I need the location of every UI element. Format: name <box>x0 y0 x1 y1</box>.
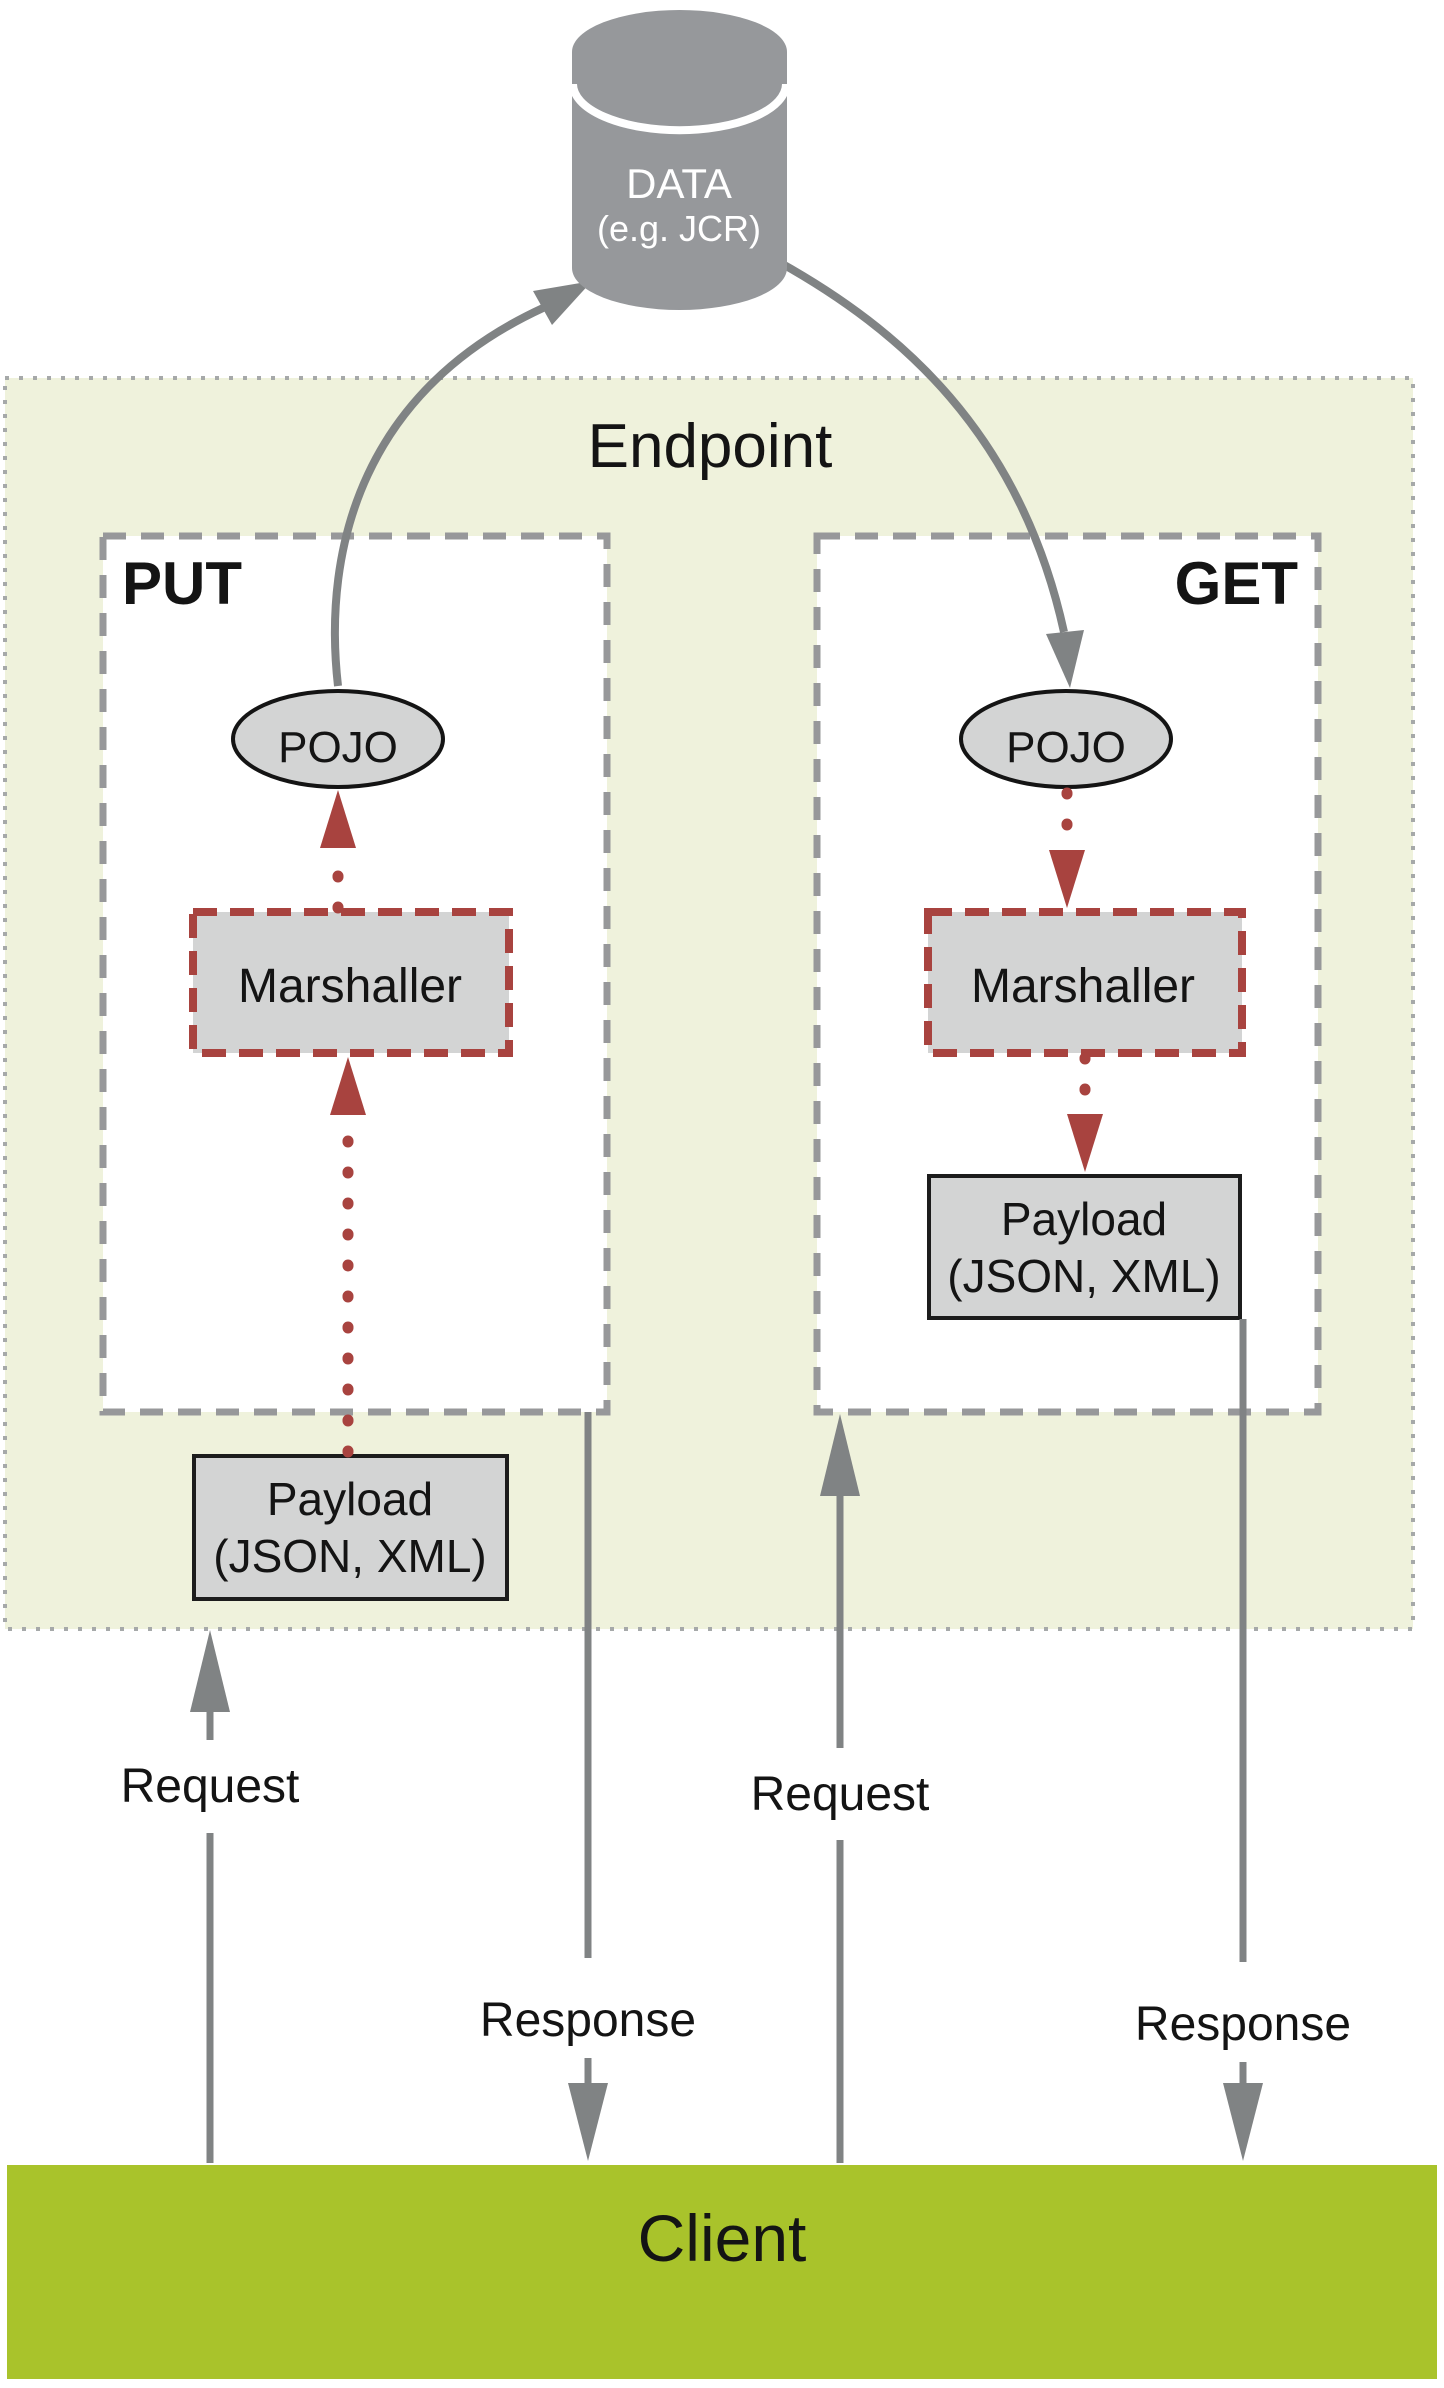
get-response-label: Response <box>1134 1998 1352 2051</box>
put-payload-line1: Payload <box>266 1473 434 1525</box>
arrow-response-put <box>568 1412 608 2161</box>
arrow-pojo-to-marshaller-get <box>1049 787 1085 908</box>
arrow-payload-to-marshaller-put <box>330 1057 366 1458</box>
database-cylinder-icon <box>569 10 790 311</box>
put-label: PUT <box>122 550 242 617</box>
put-marshaller-label: Marshaller <box>237 960 463 1013</box>
get-payload-line2: (JSON, XML) <box>947 1250 1221 1302</box>
put-marshaller-box <box>189 908 513 1057</box>
put-payload-box <box>192 1454 509 1601</box>
get-pojo-label: POJO <box>1006 723 1126 772</box>
put-response-label: Response <box>479 1994 697 2047</box>
datastore-title: DATA <box>626 160 732 207</box>
arrow-marshaller-to-payload-get <box>1067 1052 1103 1172</box>
arrow-put-pojo-to-data <box>330 281 592 687</box>
get-marshaller-label: Marshaller <box>970 960 1196 1013</box>
arrow-request-get <box>820 1414 860 2163</box>
arrow-marshaller-to-pojo-put <box>320 790 356 914</box>
arrow-data-to-get-pojo <box>777 258 1084 688</box>
put-pojo-ellipse <box>231 689 445 789</box>
get-pojo-ellipse <box>959 689 1173 789</box>
put-request-label: Request <box>120 1760 300 1813</box>
get-label: GET <box>1174 550 1298 617</box>
put-pojo-label: POJO <box>278 723 398 772</box>
client-bar <box>7 2165 1437 2379</box>
put-payload-label: Payload (JSON, XML) <box>213 1471 486 1585</box>
put-payload-line2: (JSON, XML) <box>213 1530 487 1582</box>
get-payload-box <box>927 1174 1242 1320</box>
get-payload-label: Payload (JSON, XML) <box>947 1191 1220 1305</box>
datastore-subtitle: (e.g. JCR) <box>596 208 762 249</box>
client-label: Client <box>637 2201 807 2275</box>
get-marshaller-box <box>924 908 1246 1057</box>
endpoint-title: Endpoint <box>587 412 833 481</box>
arrow-request-put <box>190 1630 230 2163</box>
get-payload-line1: Payload <box>1000 1193 1168 1245</box>
arrow-response-get <box>1223 1319 1263 2161</box>
get-request-label: Request <box>750 1768 930 1821</box>
